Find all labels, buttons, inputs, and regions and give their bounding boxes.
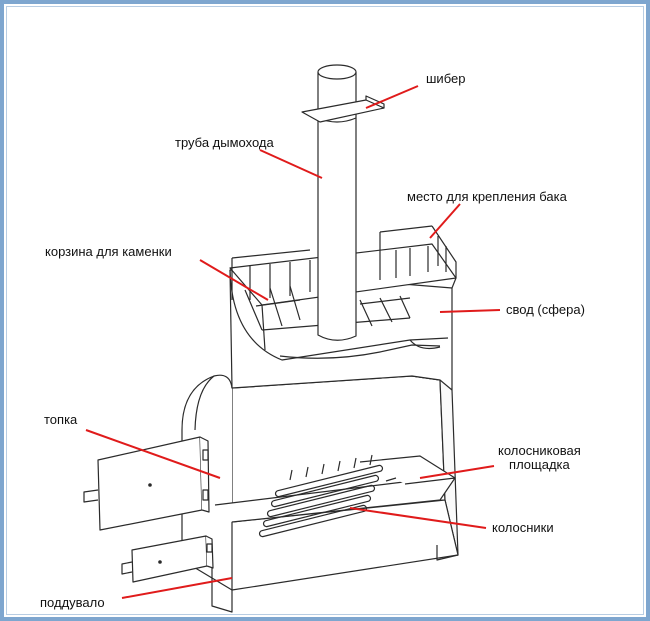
- leader-ploshadka: [419, 465, 495, 479]
- label-truba: труба дымохода: [175, 135, 274, 150]
- label-ploshadka-line2: площадка: [509, 457, 570, 472]
- leader-topka: [85, 429, 221, 479]
- label-poddduvalo: поддувало: [40, 595, 105, 610]
- leader-svod: [439, 309, 501, 313]
- label-shiber: шибер: [426, 71, 466, 86]
- leader-korzina: [199, 259, 269, 301]
- label-topka: топка: [44, 412, 78, 427]
- label-kolosniki: колосники: [492, 520, 554, 535]
- label-ploshadka-line1: колосниковая: [498, 443, 581, 458]
- label-mesto-baka: место для крепления бака: [407, 189, 567, 204]
- firebox-body: [181, 374, 459, 613]
- image-frame-inner: [6, 6, 644, 615]
- leader-poddduvalo: [121, 577, 233, 599]
- label-korzina: корзина для каменки: [45, 244, 172, 259]
- label-svod: свод (сфера): [506, 302, 585, 317]
- leader-shiber: [365, 85, 419, 109]
- firebox-door: [83, 436, 210, 531]
- grate-bars: [258, 454, 397, 538]
- leader-kolosniki: [349, 507, 487, 529]
- ashpit-door: [121, 535, 214, 583]
- chimney-pipe: [301, 64, 385, 341]
- leader-truba: [259, 149, 323, 179]
- leader-lines: [85, 85, 501, 599]
- label-ploshadka: колосниковая площадка: [498, 444, 581, 472]
- leader-mesto-baka: [429, 203, 461, 239]
